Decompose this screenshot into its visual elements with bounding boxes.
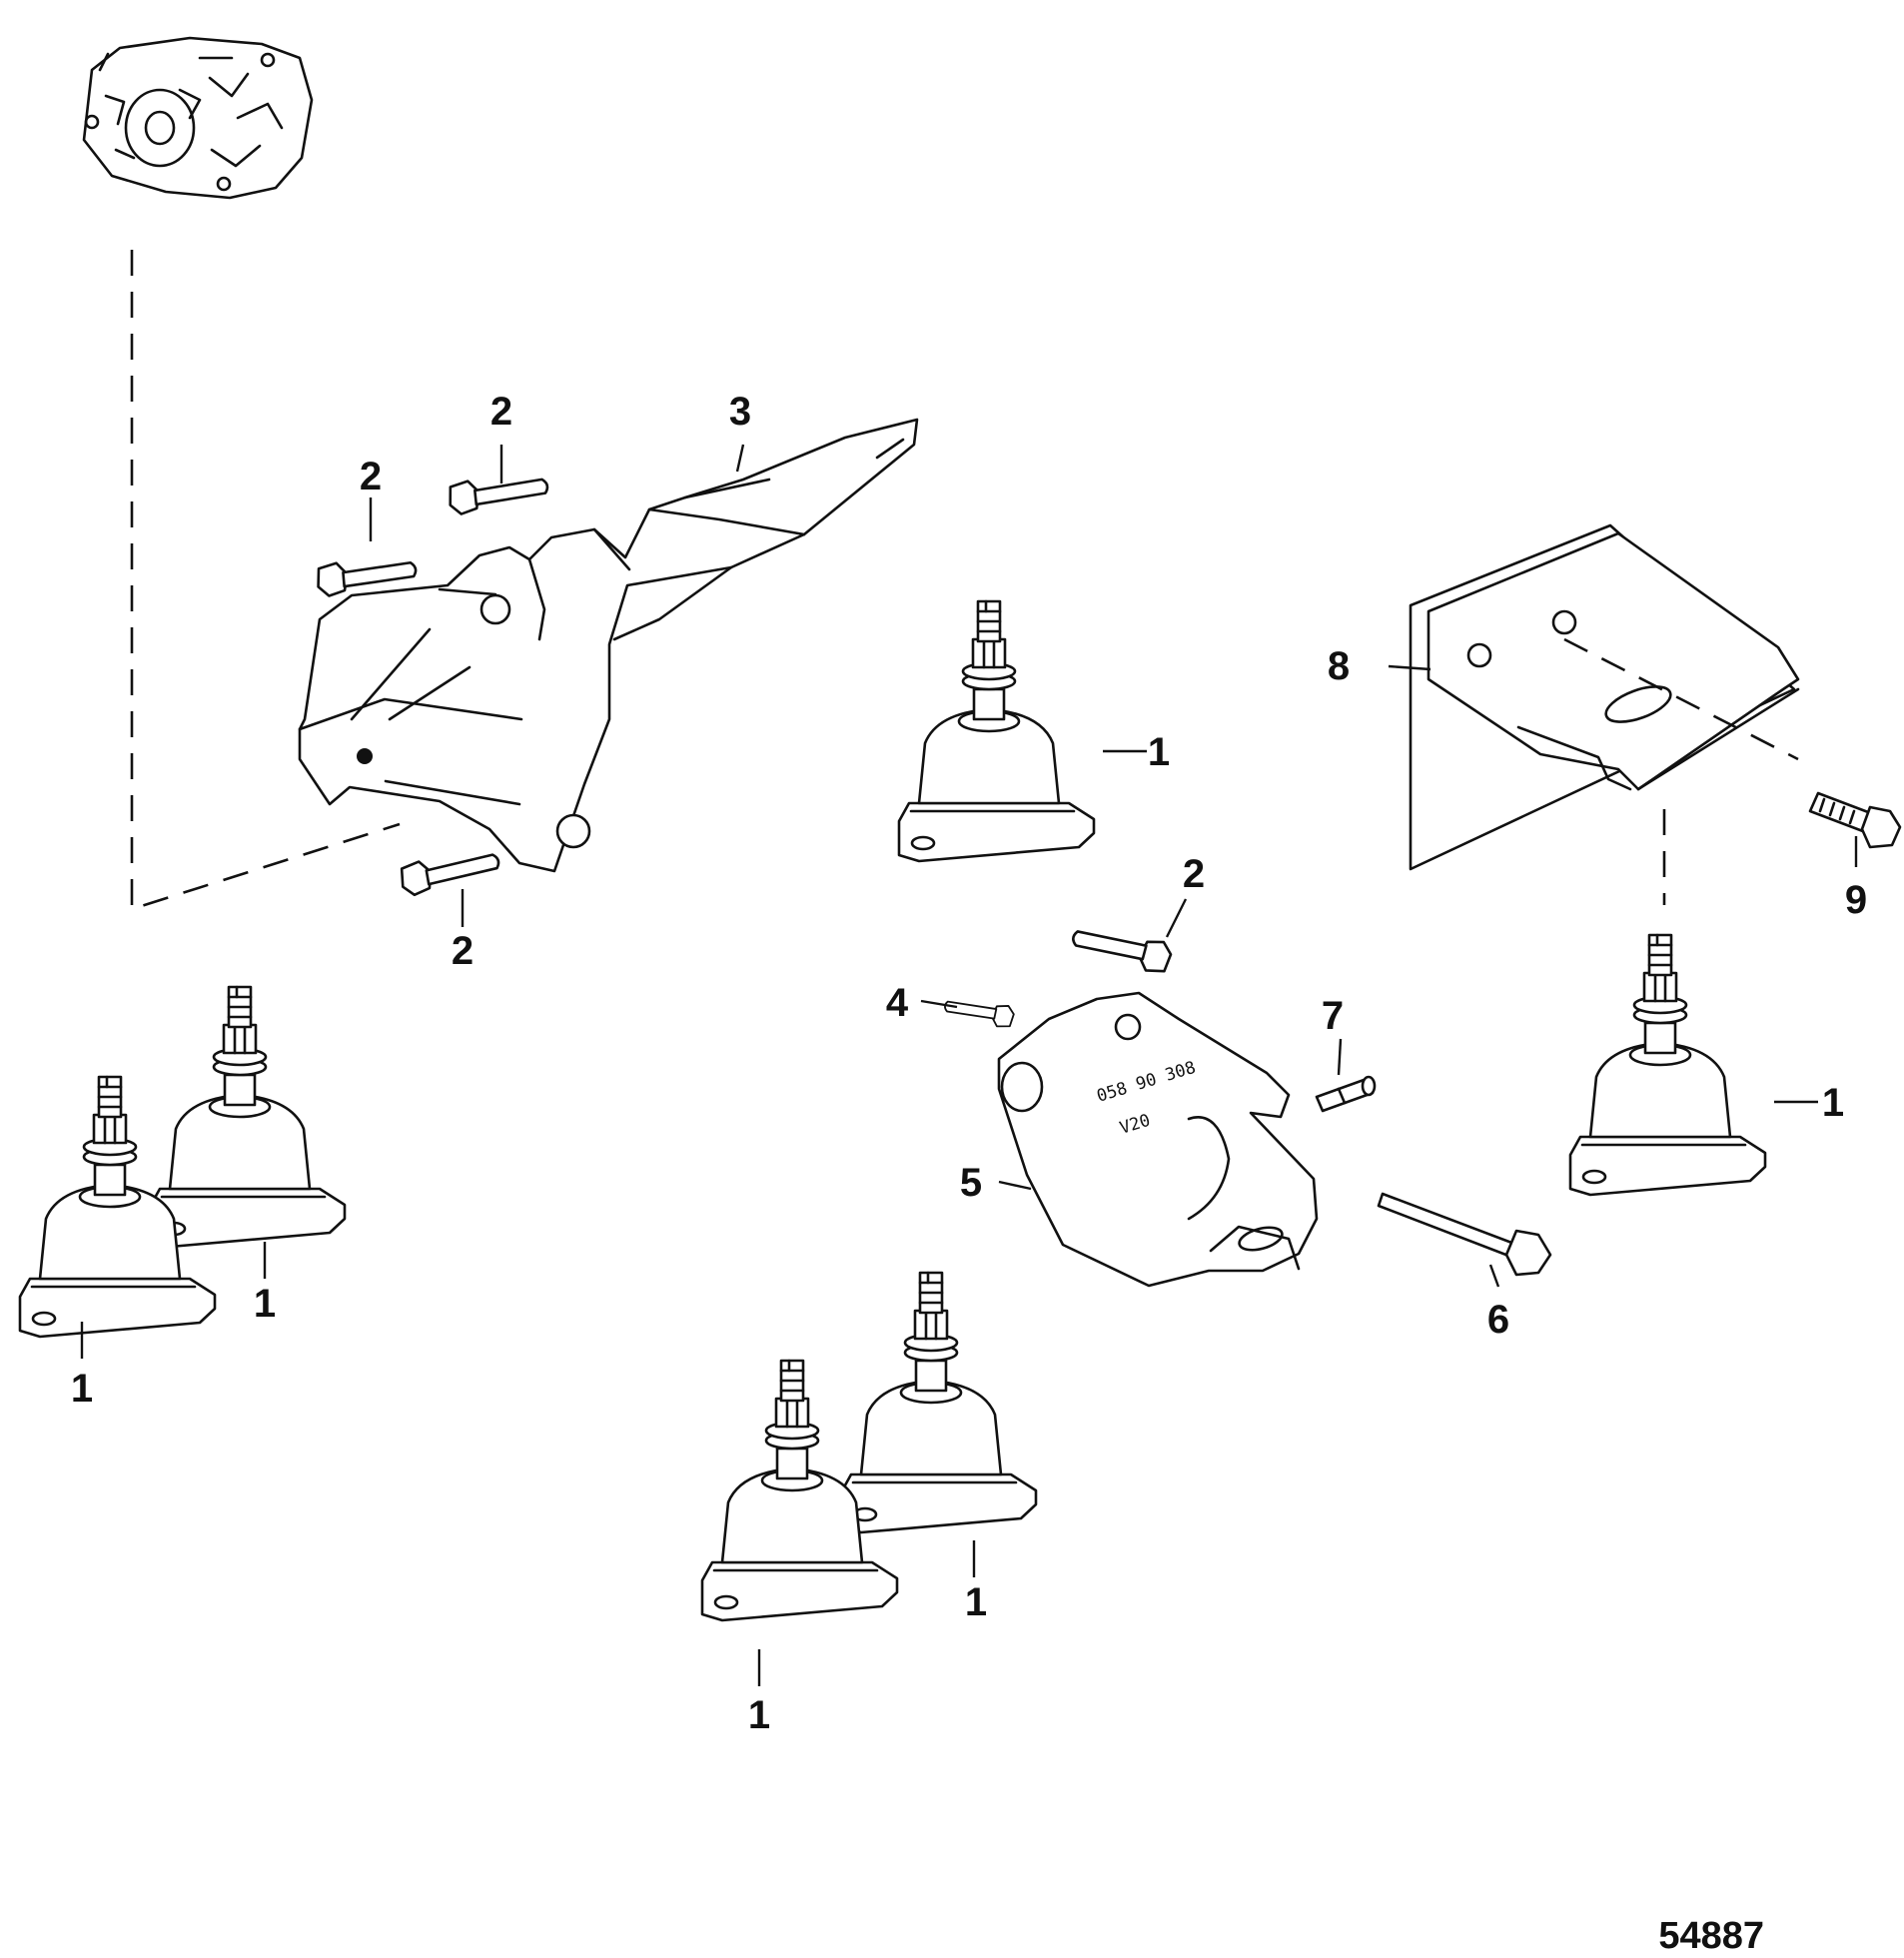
isolator-1-left-rear [148,985,347,1249]
leader-lines [80,444,1858,1686]
stud-7 [1315,1075,1377,1113]
engine-block [82,36,314,200]
part-5-rear-bracket: 058 90 308 V20 [997,991,1319,1288]
callout-2: 2 [360,455,382,498]
callout-1: 1 [748,1693,770,1737]
part-8-mount-plate [1409,523,1800,905]
callout-1: 1 [1148,730,1170,774]
callout-4: 4 [886,981,909,1025]
bolt-2-d [1068,917,1175,977]
callout-1: 1 [1822,1081,1844,1125]
callout-8: 8 [1328,644,1350,688]
bolt-2-b [447,472,551,516]
callout-1: 1 [254,1282,276,1326]
callout-9: 9 [1845,878,1867,922]
callout-1: 1 [965,1580,987,1624]
callout-2: 2 [452,929,474,973]
callout-5: 5 [960,1161,982,1205]
bolt-2-c [398,846,503,898]
callout-3: 3 [729,390,751,434]
isolator-1-right [1568,933,1767,1197]
bolt-6-long [1377,1192,1552,1277]
bolt-4 [942,992,1017,1031]
callout-7: 7 [1322,994,1344,1038]
callout-1: 1 [71,1367,93,1411]
bolt-9 [1808,791,1902,849]
figure-number: 54887 [1658,1915,1764,1957]
callout-2: 2 [490,390,512,434]
callout-2: 2 [1183,852,1205,896]
callout-6: 6 [1487,1298,1509,1342]
part-3-front-bracket [298,418,919,873]
alignment-dashed-line [130,250,401,911]
callout-numbers: 2 2 3 8 1 9 2 2 4 7 1 5 6 1 1 1 1 [71,390,1867,1737]
isolator-1-bottom-rear [839,1271,1038,1534]
isolator-1-upper-center [897,599,1096,863]
